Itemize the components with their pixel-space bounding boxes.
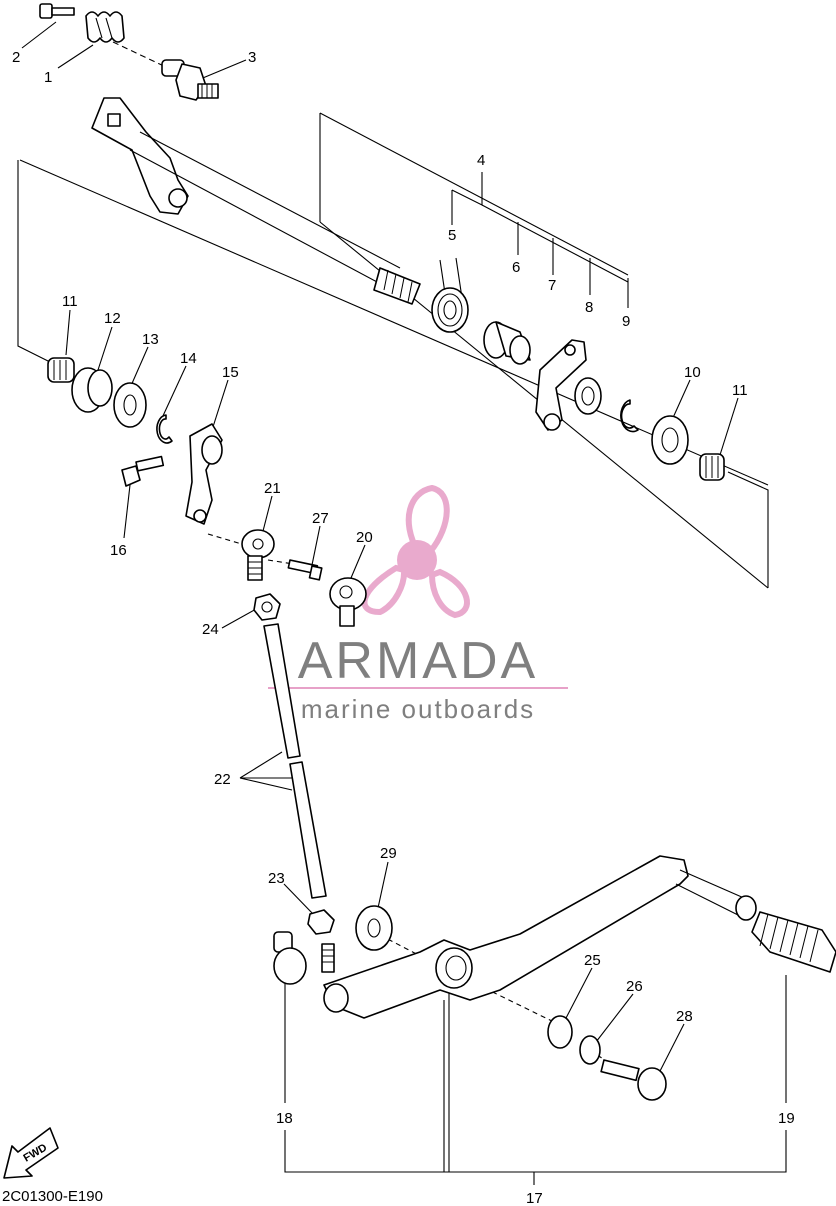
- callout-8: 8: [585, 299, 593, 316]
- part-20-rod-end[interactable]: [329, 577, 367, 627]
- watermark-brand: ARMADA: [298, 632, 538, 690]
- callout-11-right: 11: [732, 382, 748, 399]
- part-24-nut[interactable]: [253, 593, 281, 621]
- callout-14: 14: [180, 350, 197, 367]
- part-12-collar[interactable]: [71, 367, 113, 413]
- part-11-bearing-left[interactable]: [47, 357, 75, 383]
- callout-18: 18: [276, 1110, 293, 1127]
- part-5-spring[interactable]: [431, 257, 469, 333]
- armada-logo-icon: [361, 484, 470, 619]
- part-23-nut[interactable]: [307, 909, 335, 973]
- part-17-shift-pedal[interactable]: [323, 855, 757, 1019]
- callout-3: 3: [248, 49, 256, 66]
- callout-16: 16: [110, 542, 127, 559]
- part-8-washer[interactable]: [574, 377, 602, 415]
- callout-1: 1: [44, 69, 52, 86]
- part-10-washer[interactable]: [651, 415, 689, 465]
- callout-labels: 1 2 3 4 5 6 7 8 9 10 11 11 12 13 14 15 1…: [12, 49, 795, 1206]
- callout-4: 4: [477, 152, 485, 169]
- fwd-arrow-icon: [3, 1127, 59, 1179]
- part-19-pedal-rubber[interactable]: [751, 911, 836, 973]
- callout-28: 28: [676, 1008, 693, 1025]
- part-13-washer[interactable]: [113, 382, 147, 428]
- callout-9: 9: [622, 313, 630, 330]
- part-16-bolt[interactable]: [121, 455, 165, 487]
- callout-29: 29: [380, 845, 397, 862]
- part-15-arm[interactable]: [185, 423, 223, 525]
- part-14-circlip[interactable]: [156, 414, 173, 444]
- callout-15: 15: [222, 364, 239, 381]
- part-22-rod-upper[interactable]: [263, 623, 301, 759]
- callout-leaders: [21, 21, 739, 1076]
- callout-2: 2: [12, 49, 20, 66]
- part-9-circlip[interactable]: [620, 399, 639, 433]
- part-6-collar[interactable]: [483, 321, 531, 365]
- part-18-pivot-bolt[interactable]: [273, 931, 307, 985]
- watermark-divider: [268, 687, 568, 689]
- watermark-tagline: marine outboards: [301, 694, 535, 724]
- callout-11-left: 11: [62, 293, 78, 310]
- part-21-rod-end[interactable]: [241, 529, 275, 581]
- callout-10: 10: [684, 364, 701, 381]
- callout-25: 25: [584, 952, 601, 969]
- part-25-washer[interactable]: [547, 1015, 573, 1049]
- part-22-rod-lower[interactable]: [289, 761, 327, 899]
- part-2-bolt[interactable]: [39, 3, 75, 19]
- callout-22: 22: [214, 771, 231, 788]
- callout-13: 13: [142, 331, 159, 348]
- callout-19: 19: [778, 1110, 795, 1127]
- callout-6: 6: [512, 259, 520, 276]
- callout-20: 20: [356, 529, 373, 546]
- diagram-code: 2C01300-E190: [2, 1188, 103, 1205]
- callout-23: 23: [268, 870, 285, 887]
- part-27-bolt[interactable]: [287, 559, 323, 581]
- callout-7: 7: [548, 277, 556, 294]
- callout-24: 24: [202, 621, 219, 638]
- callout-26: 26: [626, 978, 643, 995]
- part-shift-shaft[interactable]: [91, 97, 421, 305]
- part-3-stud[interactable]: [161, 59, 219, 101]
- part-11-bearing-right[interactable]: [699, 453, 725, 481]
- callout-5: 5: [448, 227, 456, 244]
- part-7-lever[interactable]: [535, 339, 587, 431]
- part-1-spring[interactable]: [85, 11, 125, 43]
- part-29-washer[interactable]: [355, 905, 393, 951]
- callout-17: 17: [526, 1190, 543, 1206]
- part-28-bolt[interactable]: [600, 1059, 667, 1101]
- group-outline: [17, 41, 787, 1185]
- callout-12: 12: [104, 310, 121, 327]
- callout-27: 27: [312, 510, 329, 527]
- part-26-washer[interactable]: [579, 1035, 601, 1065]
- callout-21: 21: [264, 480, 281, 497]
